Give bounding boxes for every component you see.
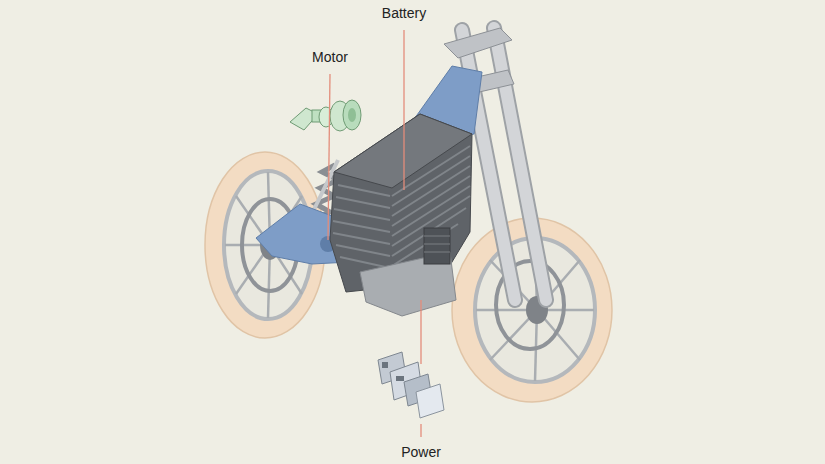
- battery-pack: [338, 185, 390, 196]
- power-housing: [424, 252, 450, 253]
- battery-pack: [392, 224, 458, 266]
- power-housing: [360, 228, 456, 316]
- part-label: Power: [401, 443, 441, 461]
- power-exploded: [416, 384, 444, 418]
- leader-line: [328, 74, 330, 240]
- leader-line: [328, 30, 421, 437]
- power-housing: [424, 244, 450, 245]
- power-housing: [424, 236, 450, 252]
- front-fork: [444, 28, 512, 58]
- battery-pack: [333, 221, 390, 232]
- leader-line: [420, 424, 421, 437]
- part-label: Motor: [312, 48, 348, 66]
- battery-pack: [333, 146, 470, 268]
- battery-pack: [336, 197, 390, 208]
- leader-line: [403, 30, 404, 190]
- power-housing: [424, 236, 450, 237]
- battery-pack: [334, 209, 390, 220]
- front-fork: [494, 28, 546, 300]
- power-exploded: [396, 376, 404, 381]
- motor-exploded: [343, 100, 361, 130]
- power-exploded: [378, 352, 444, 418]
- battery-pack: [336, 245, 390, 256]
- front-fork: [494, 28, 546, 300]
- part-label: Battery: [382, 4, 426, 22]
- battery-pack: [333, 233, 390, 244]
- power-exploded: [382, 362, 388, 368]
- leader-line: [420, 300, 421, 364]
- motor-exploded: [348, 108, 356, 122]
- motor-exploded: [290, 100, 361, 131]
- battery-pack: [340, 257, 390, 268]
- power-housing: [424, 228, 450, 264]
